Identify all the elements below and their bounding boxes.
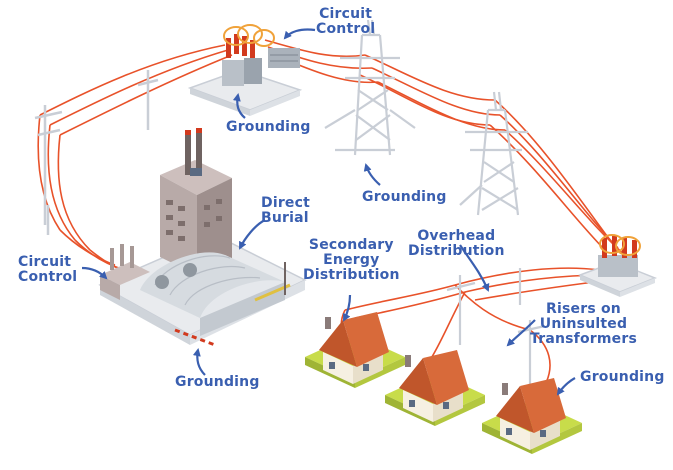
- circuit-control-left-label: Circuit Control: [18, 255, 77, 285]
- label-line: Secondary: [308, 237, 394, 253]
- label-line: Circuit: [319, 6, 373, 22]
- transmission-tower-icon: [324, 19, 416, 156]
- substation-icon: [577, 234, 658, 297]
- label-line: Distribution: [303, 267, 400, 283]
- house-icon: [482, 378, 582, 454]
- label-line: Burial: [261, 210, 309, 226]
- power-plant-icon: [98, 128, 307, 347]
- utility-pole-icon: [34, 70, 159, 235]
- arrow-icon: [81, 28, 576, 396]
- label-line: Control: [316, 21, 376, 37]
- overhead-distribution-label: Overhead Distribution: [408, 229, 505, 259]
- label-line: Distribution: [408, 243, 505, 259]
- grounding-top-label: Grounding: [226, 119, 311, 135]
- label-line: Control: [18, 269, 78, 285]
- label-line: Direct: [261, 195, 311, 211]
- label-line: Circuit: [18, 254, 72, 270]
- circuit-control-top-label: Circuit Control: [316, 7, 375, 37]
- direct-burial-label: Direct Burial: [261, 196, 310, 226]
- grounding-bottom-left-label: Grounding: [175, 374, 260, 390]
- label-line: Overhead: [417, 228, 496, 244]
- label-line: Uninsulted: [539, 316, 628, 332]
- secondary-energy-distribution-label: Secondary Energy Distribution: [303, 238, 400, 283]
- label-line: Transformers: [530, 331, 637, 347]
- label-line: Risers on: [546, 301, 621, 317]
- substation-icon: [187, 24, 303, 116]
- house-icon: [385, 350, 485, 426]
- grounding-middle-label: Grounding: [362, 189, 447, 205]
- risers-label: Risers on Uninsulted Transformers: [530, 302, 637, 347]
- transmission-tower-icon: [459, 91, 528, 216]
- house-icon: [305, 312, 405, 388]
- grounding-bottom-right-label: Grounding: [580, 369, 665, 385]
- label-line: Energy: [323, 252, 380, 268]
